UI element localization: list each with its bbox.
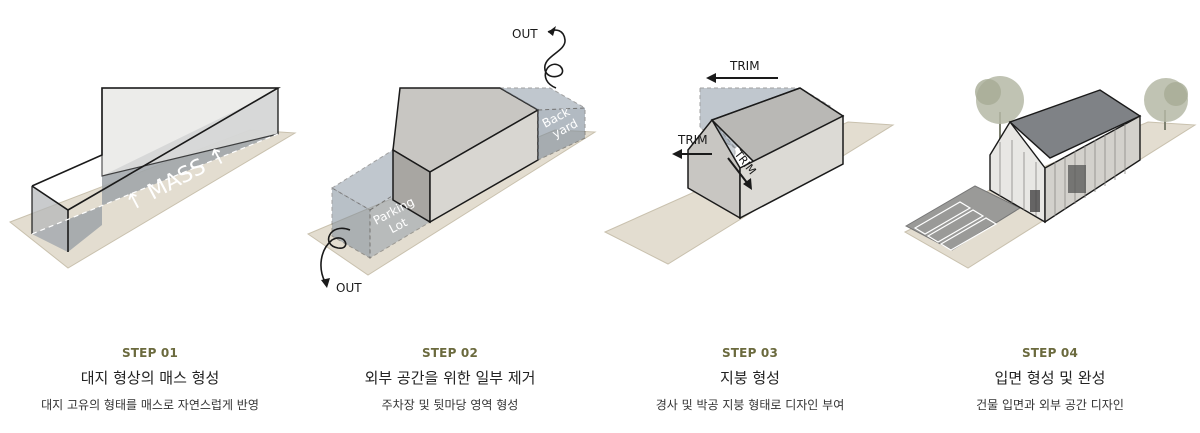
- massing-diagram: ↑ MASS ↑ Backyard ParkingLot OUT OUT: [9, 26, 1197, 295]
- step-title: 대지 형상의 매스 형성: [80, 369, 220, 387]
- trim-label-left: TRIM: [677, 133, 708, 147]
- building-side: [1044, 114, 1141, 224]
- trim-label-top: TRIM: [729, 59, 760, 73]
- step2-illustration: Backyard ParkingLot OUT OUT: [306, 26, 597, 295]
- step-label: STEP 03: [721, 346, 779, 360]
- step-2: STEP 02 외부 공간을 위한 일부 제거 주차장 및 뒷마당 영역 형성: [300, 340, 600, 413]
- step-3: STEP 03 지붕 형성 경사 및 박공 지붕 형태로 디자인 부여: [600, 340, 900, 413]
- step-desc: 건물 입면과 외부 공간 디자인: [976, 398, 1124, 412]
- step-desc: 경사 및 박공 지붕 형태로 디자인 부여: [655, 398, 845, 412]
- step-4: STEP 04 입면 형성 및 완성 건물 입면과 외부 공간 디자인: [900, 340, 1200, 413]
- step-label: STEP 02: [421, 346, 479, 360]
- step-desc: 대지 고유의 형태를 매스로 자연스럽게 반영: [41, 398, 259, 412]
- step-label: STEP 04: [1021, 346, 1079, 360]
- step-label: STEP 01: [121, 346, 179, 360]
- out-arrow-bottom: [320, 227, 351, 283]
- window: [1068, 165, 1086, 193]
- tree-right: [1144, 78, 1188, 130]
- step4-illustration: [903, 76, 1197, 269]
- step3-illustration: TRIM TRIM TRIM: [603, 59, 895, 265]
- out-label-top: OUT: [512, 27, 538, 41]
- out-label-bottom: OUT: [336, 281, 362, 295]
- mass-side: [32, 186, 68, 252]
- step-1: STEP 01 대지 형상의 매스 형성 대지 고유의 형태를 매스로 자연스럽…: [0, 340, 300, 413]
- step-title: 외부 공간을 위한 일부 제거: [364, 369, 536, 387]
- building-side: [739, 114, 844, 220]
- step-title: 입면 형성 및 완성: [994, 369, 1106, 387]
- door: [1030, 190, 1040, 212]
- step-title: 지붕 형성: [720, 369, 780, 387]
- mass-outline: [31, 87, 281, 211]
- step-desc: 주차장 및 뒷마당 영역 형성: [381, 398, 519, 412]
- backyard-removed-volume: [498, 87, 587, 111]
- step1-illustration: ↑ MASS ↑: [9, 87, 297, 269]
- tree-left: [975, 76, 1024, 145]
- out-arrow-top: [544, 29, 566, 89]
